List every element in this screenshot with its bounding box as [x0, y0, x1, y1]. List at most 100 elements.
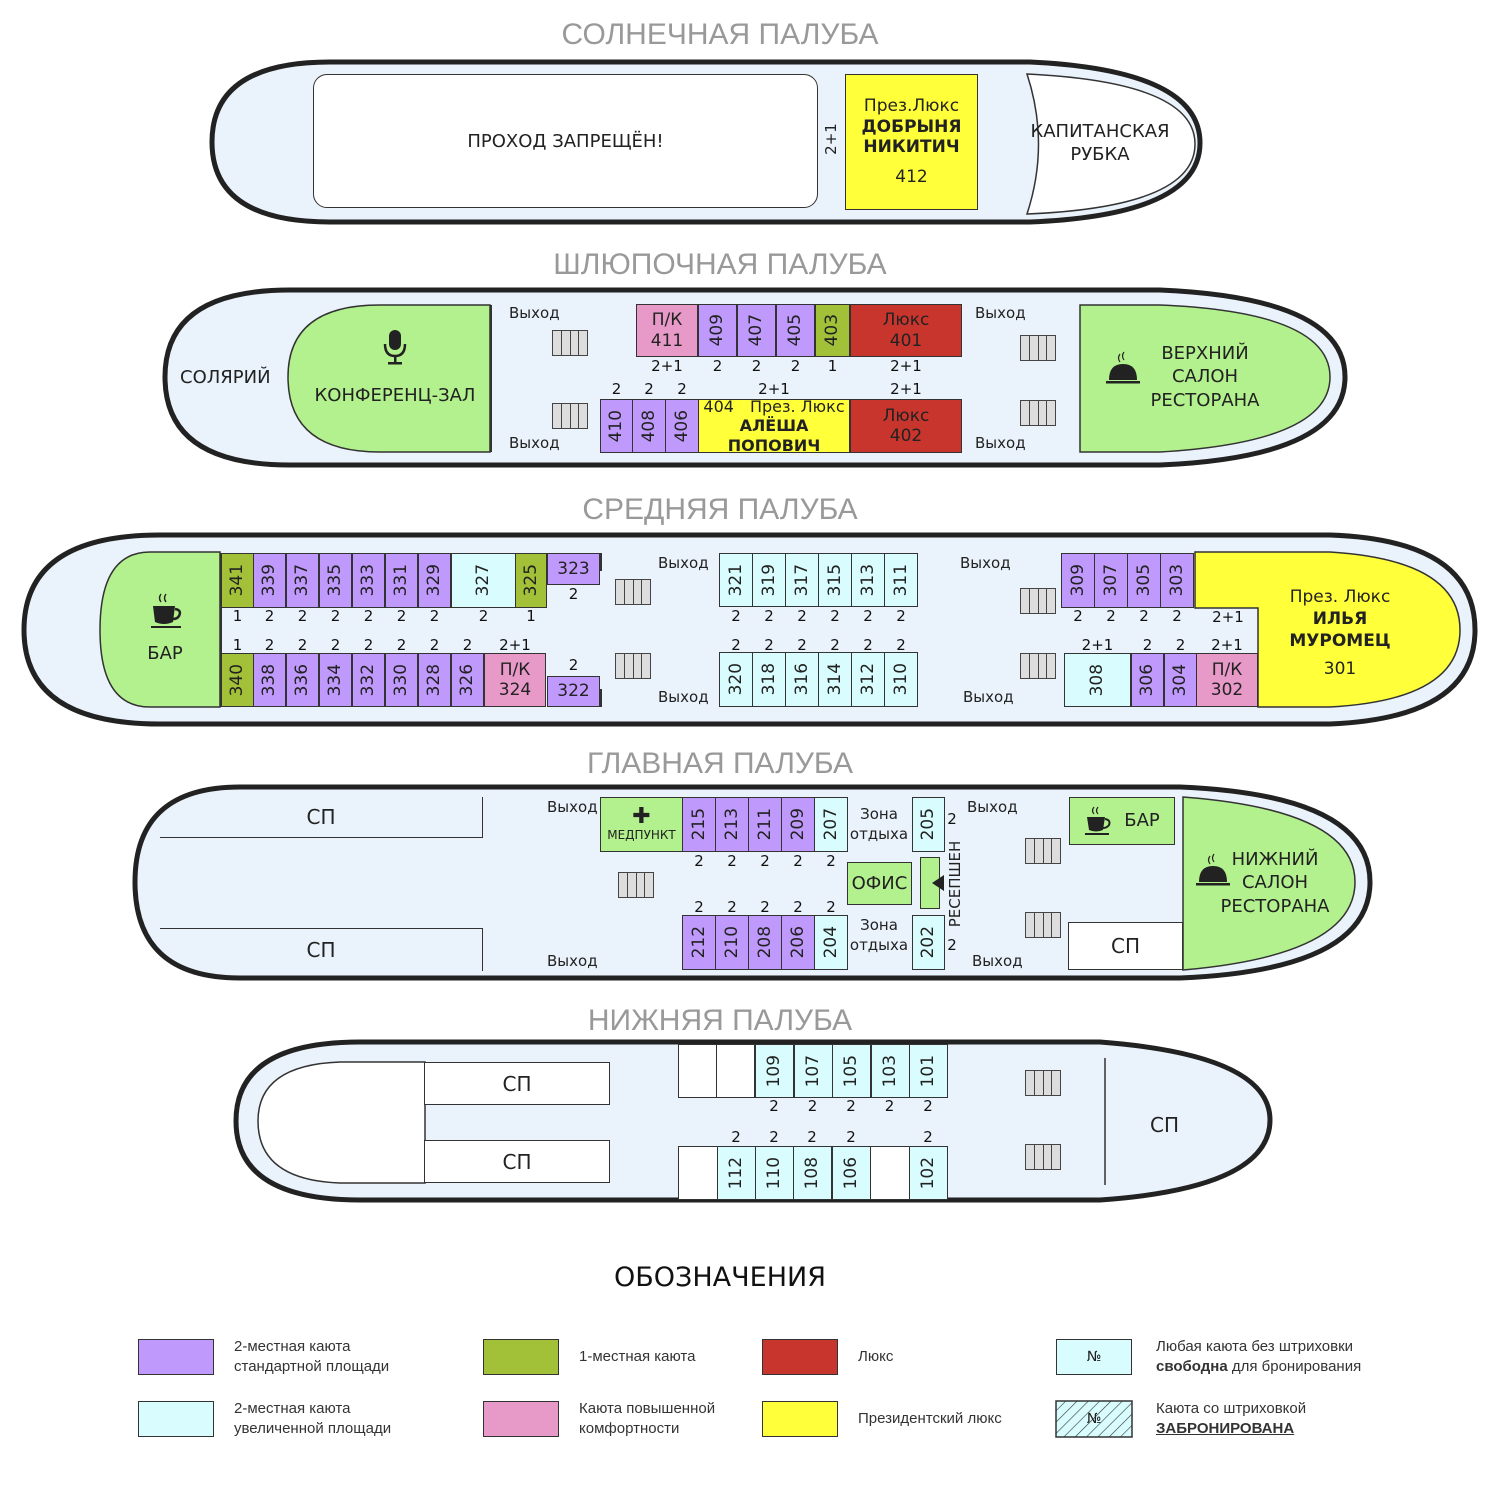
cabin-210[interactable]: 210 — [715, 915, 749, 970]
cabin-303[interactable]: 303 — [1160, 553, 1194, 608]
cabin-309[interactable]: 309 — [1061, 553, 1095, 608]
cabin-205[interactable]: 205 — [912, 797, 945, 852]
cabin-313[interactable]: 313 — [851, 553, 885, 607]
conference-area — [287, 304, 491, 453]
cabin-335[interactable]: 335 — [319, 553, 352, 608]
cabin-306[interactable]: 306 — [1131, 653, 1164, 707]
cabin-407[interactable]: 407 — [737, 304, 776, 357]
cabin-332[interactable]: 332 — [352, 653, 385, 707]
cabin-108[interactable]: 108 — [793, 1146, 832, 1200]
cabin-317[interactable]: 317 — [785, 553, 819, 607]
cabin-101[interactable]: 101 — [909, 1044, 948, 1098]
cabin-405[interactable]: 405 — [776, 304, 815, 357]
cabin-107[interactable]: 107 — [793, 1044, 833, 1098]
cabin-number: 212 — [688, 926, 709, 959]
cabin-327[interactable]: 327 — [451, 553, 516, 608]
cabin-330[interactable]: 330 — [385, 653, 418, 707]
cabin-102[interactable]: 102 — [909, 1146, 948, 1200]
cabin-310[interactable]: 310 — [884, 652, 918, 707]
cabin-capacity: 2 — [830, 607, 840, 625]
cabin-capacity: 2 — [896, 607, 906, 625]
cabin-322[interactable]: 322 — [547, 676, 600, 707]
cabin-312[interactable]: 312 — [851, 652, 885, 707]
cabin-318[interactable]: 318 — [752, 652, 786, 707]
cabin-number: 304 — [1170, 663, 1191, 697]
cabin-409[interactable]: 409 — [698, 304, 737, 357]
cabin-412[interactable]: През.Люкс ДОБРЫНЯ НИКИТИЧ 412 — [845, 74, 978, 210]
exit-label: Выход — [967, 798, 1018, 816]
cabin-110[interactable]: 110 — [755, 1146, 794, 1200]
cabin-338[interactable]: 338 — [253, 653, 286, 707]
cabin-209[interactable]: 209 — [781, 797, 815, 852]
cabin-316[interactable]: 316 — [785, 652, 819, 707]
cabin-325[interactable]: 325 — [515, 553, 547, 608]
service-room: СП — [1068, 922, 1183, 970]
cabin-type: Люкс — [882, 405, 930, 426]
cabin-410[interactable]: 410 — [600, 399, 633, 453]
cabin-334[interactable]: 334 — [319, 653, 352, 707]
cabin-number: 402 — [889, 426, 923, 446]
cabin-capacity: 2 — [769, 1128, 779, 1146]
cabin-name: МУРОМЕЦ — [1289, 631, 1391, 652]
cabin-213[interactable]: 213 — [715, 797, 749, 852]
cabin-206[interactable]: 206 — [781, 915, 815, 970]
cabin-331[interactable]: 331 — [385, 553, 418, 608]
cabin-320[interactable]: 320 — [719, 652, 753, 707]
cabin-number: 210 — [721, 926, 742, 959]
cabin-328[interactable]: 328 — [418, 653, 451, 707]
cabin-215[interactable]: 215 — [682, 797, 716, 852]
cabin-329[interactable]: 329 — [418, 553, 451, 608]
cabin-307[interactable]: 307 — [1094, 553, 1128, 608]
cabin-number: 341 — [227, 564, 248, 597]
cabin-204[interactable]: 204 — [814, 915, 848, 970]
cabin-106[interactable]: 106 — [832, 1146, 871, 1200]
cabin-103[interactable]: 103 — [870, 1044, 910, 1098]
cabin-340[interactable]: 340 — [221, 653, 254, 707]
cabin-212[interactable]: 212 — [682, 915, 716, 970]
cabin-314[interactable]: 314 — [818, 652, 852, 707]
cabin-301[interactable]: През. Люкс ИЛЬЯ МУРОМЕЦ 301 — [1275, 586, 1405, 680]
cabin-number: 411 — [650, 330, 684, 351]
cabin-208[interactable]: 208 — [748, 915, 782, 970]
exit-label: Выход — [658, 688, 709, 706]
cabin-336[interactable]: 336 — [286, 653, 319, 707]
cabin-305[interactable]: 305 — [1127, 553, 1161, 608]
cabin-326[interactable]: 326 — [451, 653, 484, 707]
cabin-capacity: 2 — [947, 810, 957, 828]
cabin-311[interactable]: 311 — [884, 553, 918, 607]
deck-title-lower: НИЖНЯЯ ПАЛУБА — [587, 1004, 853, 1037]
cabin-211[interactable]: 211 — [748, 797, 782, 852]
cabin-304[interactable]: 304 — [1164, 653, 1197, 707]
cabin-105[interactable]: 105 — [832, 1044, 871, 1098]
cabin-315[interactable]: 315 — [818, 553, 852, 607]
cabin-112[interactable]: 112 — [717, 1146, 756, 1200]
cabin-403[interactable]: 403 — [815, 304, 850, 357]
cabin-333[interactable]: 333 — [352, 553, 385, 608]
cabin-337[interactable]: 337 — [286, 553, 319, 608]
cabin-308[interactable]: 308 — [1064, 653, 1131, 707]
cabin-408[interactable]: 408 — [632, 399, 666, 453]
utility-room — [870, 1146, 910, 1200]
cabin-323[interactable]: 323 — [547, 553, 600, 585]
cabin-207[interactable]: 207 — [814, 797, 848, 852]
restricted-area: ПРОХОД ЗАПРЕЩЁН! — [313, 74, 818, 208]
cabin-341[interactable]: 341 — [221, 553, 254, 608]
cabin-406[interactable]: 406 — [665, 399, 699, 453]
cabin-109[interactable]: 109 — [755, 1044, 794, 1098]
deck-title-main: ГЛАВНАЯ ПАЛУБА — [587, 747, 853, 780]
cabin-319[interactable]: 319 — [752, 553, 786, 607]
cabin-202[interactable]: 202 — [912, 915, 945, 970]
cabin-339[interactable]: 339 — [253, 553, 286, 608]
cabin-capacity: 1 — [232, 607, 243, 625]
cabin-321[interactable]: 321 — [719, 553, 753, 607]
exit-label: Выход — [972, 952, 1023, 970]
microphone-icon — [383, 330, 407, 368]
